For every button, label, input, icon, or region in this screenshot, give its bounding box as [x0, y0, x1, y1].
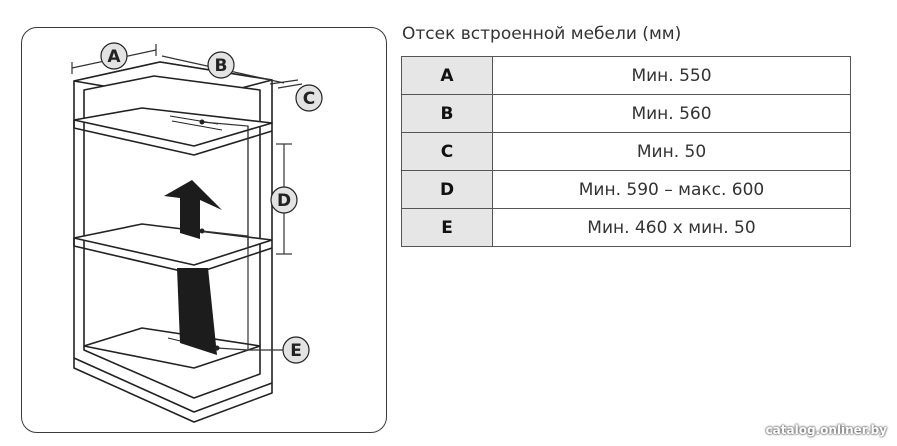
- row-key: C: [401, 132, 493, 171]
- row-key: D: [401, 170, 493, 209]
- row-value: Мин. 50: [492, 132, 851, 171]
- label-b: B: [207, 51, 235, 79]
- dimensions-table: A Мин. 550 B Мин. 560 C Мин. 50 D Мин. 5…: [401, 56, 851, 247]
- label-d: D: [270, 186, 298, 214]
- label-e: E: [282, 336, 310, 364]
- row-key: E: [401, 208, 493, 247]
- table-row: A Мин. 550: [401, 56, 851, 95]
- row-key: B: [401, 94, 493, 133]
- airflow-arrow-upper: [164, 180, 222, 239]
- table-row: B Мин. 560: [401, 94, 851, 133]
- row-value: Мин. 560: [492, 94, 851, 133]
- cabinet-diagram-panel: A B C D E: [21, 27, 387, 433]
- svg-text:A: A: [107, 47, 121, 67]
- svg-text:C: C: [303, 89, 315, 109]
- watermark: catalog.onliner.by: [765, 423, 887, 437]
- table-title: Отсек встроенной мебели (мм): [402, 24, 682, 44]
- svg-text:E: E: [290, 341, 302, 361]
- label-c: C: [295, 84, 323, 112]
- row-value: Мин. 590 – макс. 600: [492, 170, 851, 209]
- table-row: C Мин. 50: [401, 132, 851, 171]
- row-key: A: [401, 56, 493, 95]
- table-row: E Мин. 460 x мин. 50: [401, 208, 851, 247]
- svg-text:B: B: [215, 56, 228, 76]
- label-a: A: [100, 42, 128, 70]
- row-value: Мин. 550: [492, 56, 851, 95]
- table-row: D Мин. 590 – макс. 600: [401, 170, 851, 209]
- airflow-arrow-lower: [177, 268, 217, 355]
- cabinet-diagram: A B C D E: [71, 42, 323, 423]
- svg-text:D: D: [277, 191, 291, 211]
- row-value: Мин. 460 x мин. 50: [492, 208, 851, 247]
